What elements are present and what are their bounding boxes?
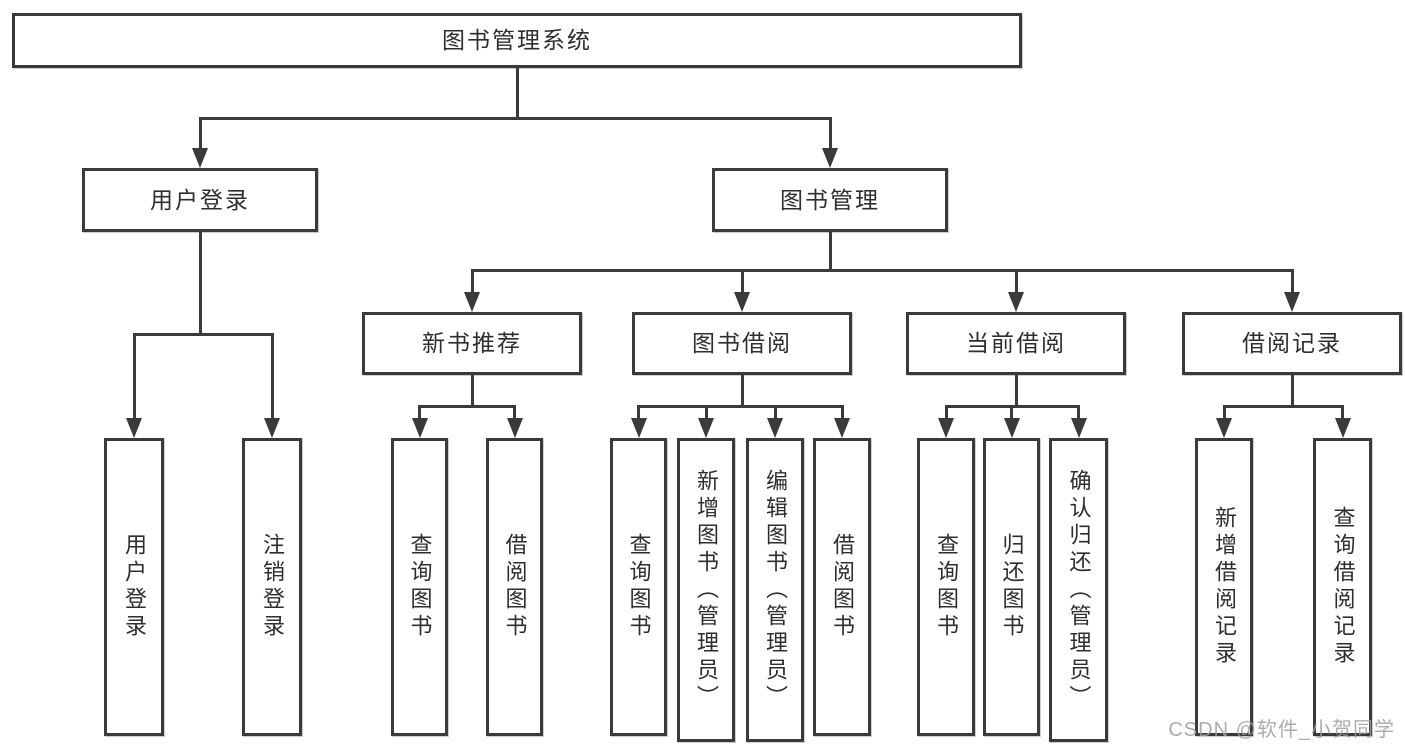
node-borrowing-records-label: 借阅记录 [1242,330,1342,356]
node-leaf-logout: 注销登录 [242,438,302,736]
node-leaf-edit-book-admin-label: 编辑图书（管理员） [763,468,788,712]
connector-line [198,116,832,120]
node-leaf-return-books-label: 归还图书 [999,533,1025,641]
connector-line [418,404,516,408]
node-borrowing-records: 借阅记录 [1182,312,1402,375]
node-new-book-recommend-label: 新书推荐 [422,330,522,356]
connector-line [470,270,474,306]
node-system-root: 图书管理系统 [12,13,1022,68]
node-current-borrowing: 当前借阅 [906,312,1126,375]
arrowhead-down-icon [698,418,714,438]
connector-line [198,232,202,336]
node-leaf-add-book-admin: 新增图书（管理员） [677,438,735,742]
node-leaf-borrow-books-1: 借阅图书 [486,438,543,736]
arrowhead-down-icon [630,418,647,438]
arrowhead-down-icon [1070,418,1087,438]
csdn-watermark: CSDN @软件_小贺同学 [1168,719,1395,741]
arrowhead-down-icon [938,418,954,438]
connector-line [470,268,1294,272]
arrowhead-down-icon [464,292,480,312]
arrowhead-down-icon [1334,418,1351,438]
connector-line [132,334,136,432]
arrowhead-down-icon [192,148,208,168]
node-leaf-edit-book-admin: 编辑图书（管理员） [746,438,804,742]
arrowhead-down-icon [1216,418,1232,438]
node-leaf-query-borrow-record: 查询借阅记录 [1313,438,1372,736]
arrowhead-down-icon [1008,292,1024,312]
node-leaf-query-books-3: 查询图书 [917,438,975,736]
node-leaf-borrow-books-2-label: 借阅图书 [830,533,855,641]
node-leaf-add-borrow-record: 新增借阅记录 [1195,438,1253,736]
arrowhead-down-icon [1284,292,1300,312]
connector-line [470,375,474,408]
connector-line [198,118,202,162]
node-leaf-confirm-return: 确认归还（管理员） [1049,438,1108,742]
node-book-borrowing-label: 图书借阅 [692,330,792,356]
node-leaf-user-login-label: 用户登录 [122,533,147,641]
arrowhead-down-icon [126,418,142,438]
node-leaf-confirm-return-label: 确认归还（管理员） [1066,468,1092,712]
connector-line [1290,375,1294,408]
node-leaf-query-books-1: 查询图书 [391,438,448,736]
node-leaf-query-books-3-label: 查询图书 [934,533,959,641]
connector-line [132,332,274,336]
arrowhead-down-icon [264,418,280,438]
node-leaf-add-book-admin-label: 新增图书（管理员） [694,468,719,712]
node-new-book-recommend: 新书推荐 [362,312,582,375]
connector-line [828,118,832,162]
arrowhead-down-icon [411,418,428,438]
node-leaf-query-books-1-label: 查询图书 [407,533,433,641]
node-current-borrowing-label: 当前借阅 [966,330,1066,356]
arrowhead-down-icon [834,418,850,438]
connector-line [740,375,744,408]
node-book-management: 图书管理 [712,168,948,232]
connector-line [828,232,832,272]
arrowhead-down-icon [1003,418,1020,438]
connector-line [270,334,274,432]
node-leaf-borrow-books-1-label: 借阅图书 [502,533,528,641]
arrowhead-down-icon [506,418,523,438]
node-user-login-group-label: 用户登录 [150,186,250,213]
connector-line [1014,270,1018,306]
node-leaf-logout-label: 注销登录 [260,533,285,641]
connector-line [1222,404,1344,408]
node-book-management-label: 图书管理 [780,186,880,213]
connector-line [1290,270,1294,306]
node-user-login-group: 用户登录 [82,168,318,232]
arrowhead-down-icon [767,418,783,438]
node-system-root-label: 图书管理系统 [442,27,592,53]
node-leaf-query-borrow-record-label: 查询借阅记录 [1330,506,1356,668]
connector-line [740,270,744,306]
connector-line [637,404,844,408]
arrowhead-down-icon [822,148,838,168]
node-leaf-borrow-books-2: 借阅图书 [813,438,871,736]
arrowhead-down-icon [734,292,750,312]
node-book-borrowing: 图书借阅 [632,312,852,375]
node-leaf-query-books-2-label: 查询图书 [626,533,652,641]
connector-line [1014,375,1018,408]
connector-line [515,68,519,120]
node-leaf-return-books: 归还图书 [983,438,1040,736]
node-leaf-add-borrow-record-label: 新增借阅记录 [1212,506,1237,668]
node-leaf-query-books-2: 查询图书 [610,438,667,736]
node-leaf-user-login: 用户登录 [104,438,164,736]
